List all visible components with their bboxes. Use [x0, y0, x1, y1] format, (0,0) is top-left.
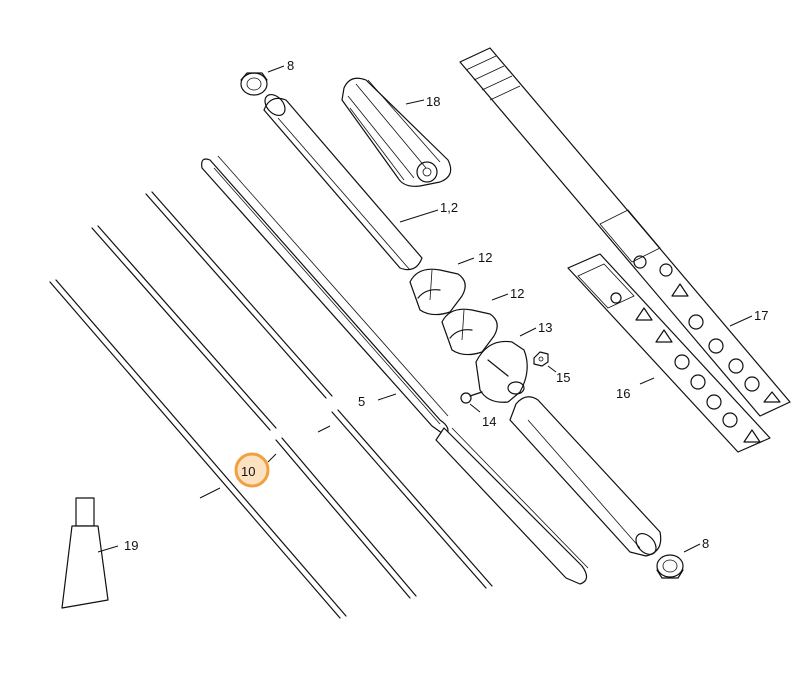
- leader-16: [639, 377, 655, 385]
- drive-shaft-2[interactable]: [91, 225, 417, 599]
- leader-10: [267, 453, 277, 463]
- part-8-lower-bushing[interactable]: [656, 554, 684, 579]
- part-8-top-bushing[interactable]: [240, 72, 268, 96]
- leader-19: [97, 545, 119, 553]
- part-1-2-drive-tube[interactable]: [261, 91, 423, 271]
- callout-8-top[interactable]: 8: [287, 58, 294, 73]
- callout-5[interactable]: 5: [358, 394, 365, 409]
- leader-15: [547, 365, 557, 373]
- leader-13: [519, 327, 537, 337]
- lower-tube-section[interactable]: [435, 427, 589, 585]
- drive-shaft-3[interactable]: [49, 279, 347, 619]
- leader-12b: [491, 293, 509, 301]
- leader-12a: [457, 257, 475, 265]
- leader-shaft: [199, 487, 221, 499]
- leader-8-top: [267, 65, 285, 73]
- callout-8-bottom[interactable]: 8: [702, 536, 709, 551]
- leader-5: [377, 393, 397, 401]
- part-5-tube[interactable]: [201, 155, 449, 437]
- callout-1-2[interactable]: 1,2: [440, 200, 458, 215]
- callout-19[interactable]: 19: [124, 538, 138, 553]
- part-16-label[interactable]: [567, 253, 771, 453]
- leader-1-2: [399, 209, 439, 223]
- leader-shaft-2: [317, 425, 331, 433]
- callout-10-highlight-ring[interactable]: [234, 452, 270, 488]
- part-17-warning-label[interactable]: [459, 47, 791, 417]
- leader-14: [469, 403, 481, 413]
- part-12-clamp-upper[interactable]: [409, 268, 466, 316]
- callout-16[interactable]: 16: [616, 386, 630, 401]
- lower-drive-tube[interactable]: [509, 396, 662, 558]
- part-19-grease-tube[interactable]: [61, 497, 109, 609]
- callout-15[interactable]: 15: [556, 370, 570, 385]
- callout-12-lower[interactable]: 12: [510, 286, 524, 301]
- callout-14[interactable]: 14: [482, 414, 496, 429]
- callout-13[interactable]: 13: [538, 320, 552, 335]
- drive-shaft-1[interactable]: [145, 191, 493, 589]
- part-12-clamp-lower[interactable]: [441, 308, 498, 356]
- leader-8-bottom: [683, 543, 701, 553]
- callout-18[interactable]: 18: [426, 94, 440, 109]
- part-14-screw[interactable]: [460, 391, 483, 404]
- leader-18: [405, 99, 425, 105]
- callout-10[interactable]: 10: [241, 464, 255, 479]
- part-13-housing[interactable]: [475, 340, 528, 403]
- callout-12-upper[interactable]: 12: [478, 250, 492, 265]
- part-15-nut[interactable]: [533, 351, 549, 367]
- part-18-liner[interactable]: [341, 77, 452, 187]
- leader-17: [729, 315, 753, 327]
- callout-17[interactable]: 17: [754, 308, 768, 323]
